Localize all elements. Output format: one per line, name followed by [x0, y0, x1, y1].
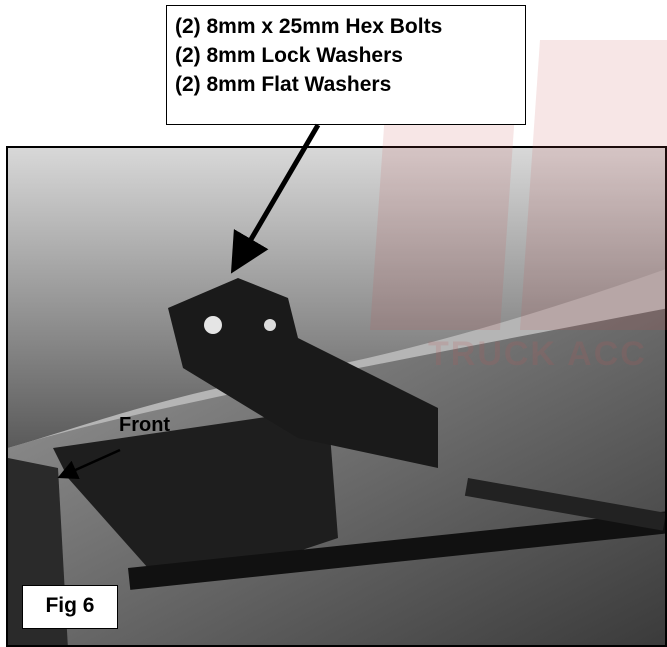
parts-callout-box: (2) 8mm x 25mm Hex Bolts (2) 8mm Lock Wa… [166, 5, 526, 125]
front-label: Front [119, 414, 171, 436]
watermark-text: TRUCK ACC [428, 335, 647, 373]
figure-label: Fig 6 [22, 585, 118, 629]
callout-line: (2) 8mm Flat Washers [175, 73, 392, 96]
callout-line: (2) 8mm Lock Washers [175, 44, 403, 67]
callout-line: (2) 8mm x 25mm Hex Bolts [175, 15, 443, 38]
installation-photo [6, 146, 667, 647]
